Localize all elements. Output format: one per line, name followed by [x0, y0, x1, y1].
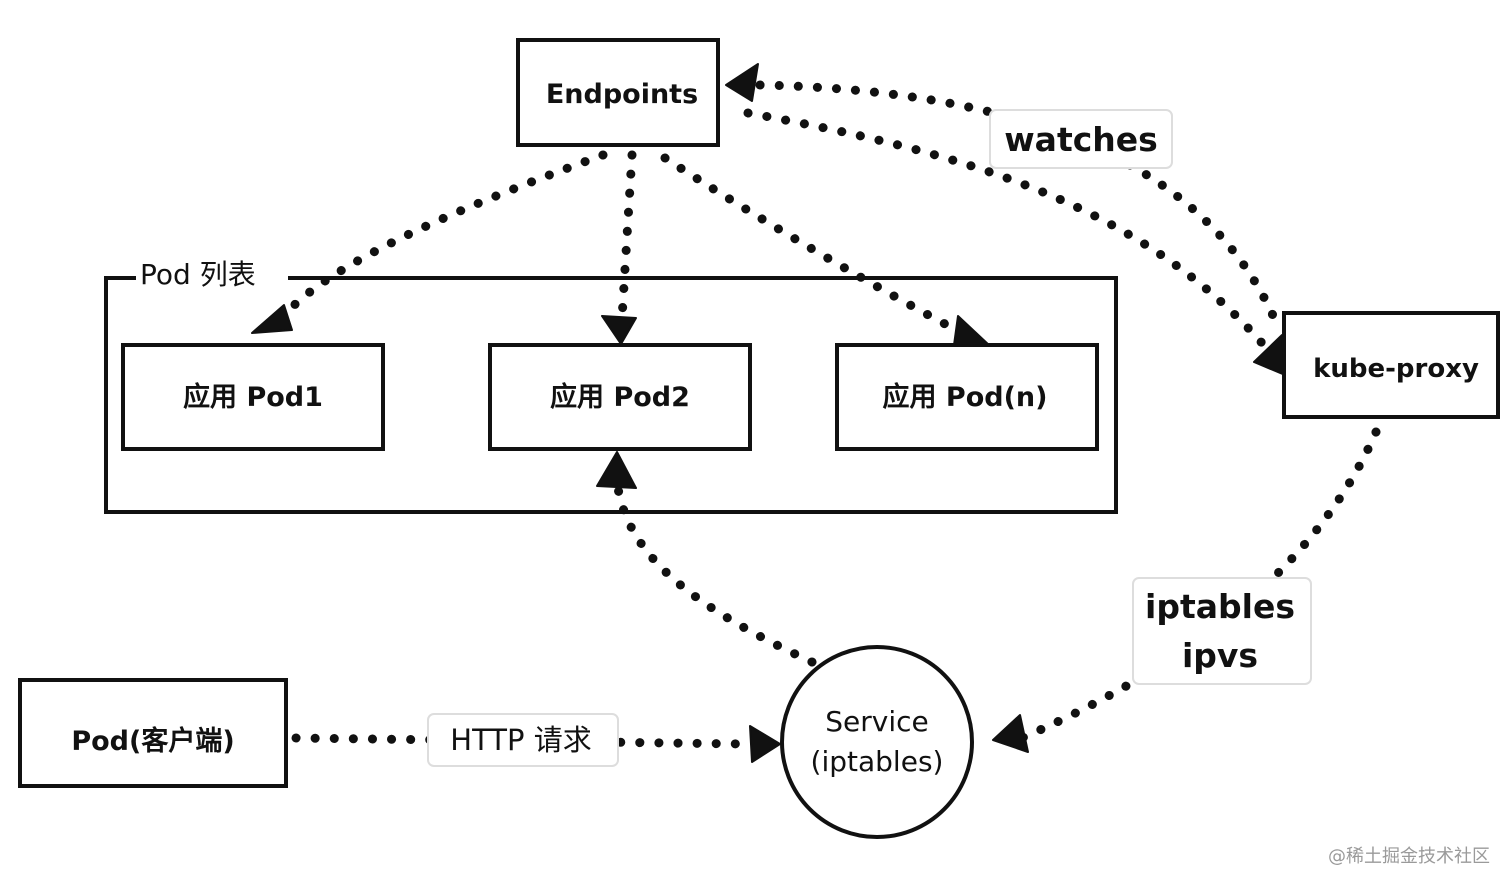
edge-service-to-pod2 — [596, 451, 817, 667]
http-label: HTTP 请求 — [450, 723, 591, 757]
arrowhead-pod1 — [251, 304, 293, 334]
ipvs-label: ipvs — [1182, 636, 1258, 675]
arrowhead-service-left — [749, 725, 781, 763]
iptables-label: iptables — [1145, 587, 1295, 626]
edge-kube-proxy-to-service — [992, 427, 1381, 753]
pod1-node: 应用 Pod1 — [121, 343, 385, 451]
edge-endpoints-to-pod2 — [601, 150, 637, 345]
kube-proxy-label: kube-proxy — [1313, 354, 1479, 384]
arrowhead-service-right — [992, 714, 1029, 753]
watermark: @稀土掘金技术社区 — [1328, 846, 1490, 867]
watches-label: watches — [1004, 120, 1158, 159]
watches-tag: watches — [989, 109, 1173, 169]
pod-list-label: Pod 列表 — [140, 258, 256, 291]
pod2-node: 应用 Pod2 — [488, 343, 752, 451]
client-pod-label: Pod(客户端) — [71, 725, 234, 757]
podn-label: 应用 Pod(n) — [883, 381, 1048, 413]
pod1-label: 应用 Pod1 — [183, 381, 323, 413]
iptables-ipvs-tag: iptables ipvs — [1132, 577, 1312, 685]
service-node: Service (iptables) — [780, 645, 974, 839]
edge-endpoints-to-podn — [660, 153, 991, 347]
pod-list-group: Pod 列表 — [104, 258, 1118, 514]
arrowhead-pod2-up — [596, 451, 637, 489]
arrowhead-podn — [953, 315, 991, 347]
endpoints-label: Endpoints — [546, 79, 698, 110]
service-label: Service — [825, 705, 928, 738]
client-pod-node: Pod(客户端) — [18, 678, 288, 788]
kube-proxy-node: kube-proxy — [1282, 311, 1500, 419]
arrowhead-pod2 — [601, 315, 637, 345]
pod2-label: 应用 Pod2 — [550, 381, 690, 413]
http-tag: HTTP 请求 — [427, 713, 619, 767]
arrowhead-kube-proxy — [1253, 334, 1286, 376]
endpoints-node: Endpoints — [516, 38, 720, 147]
service-sublabel: (iptables) — [811, 745, 944, 778]
edge-endpoints-to-pod1 — [251, 150, 608, 334]
podn-node: 应用 Pod(n) — [835, 343, 1099, 451]
arrowhead-endpoints — [725, 63, 759, 102]
